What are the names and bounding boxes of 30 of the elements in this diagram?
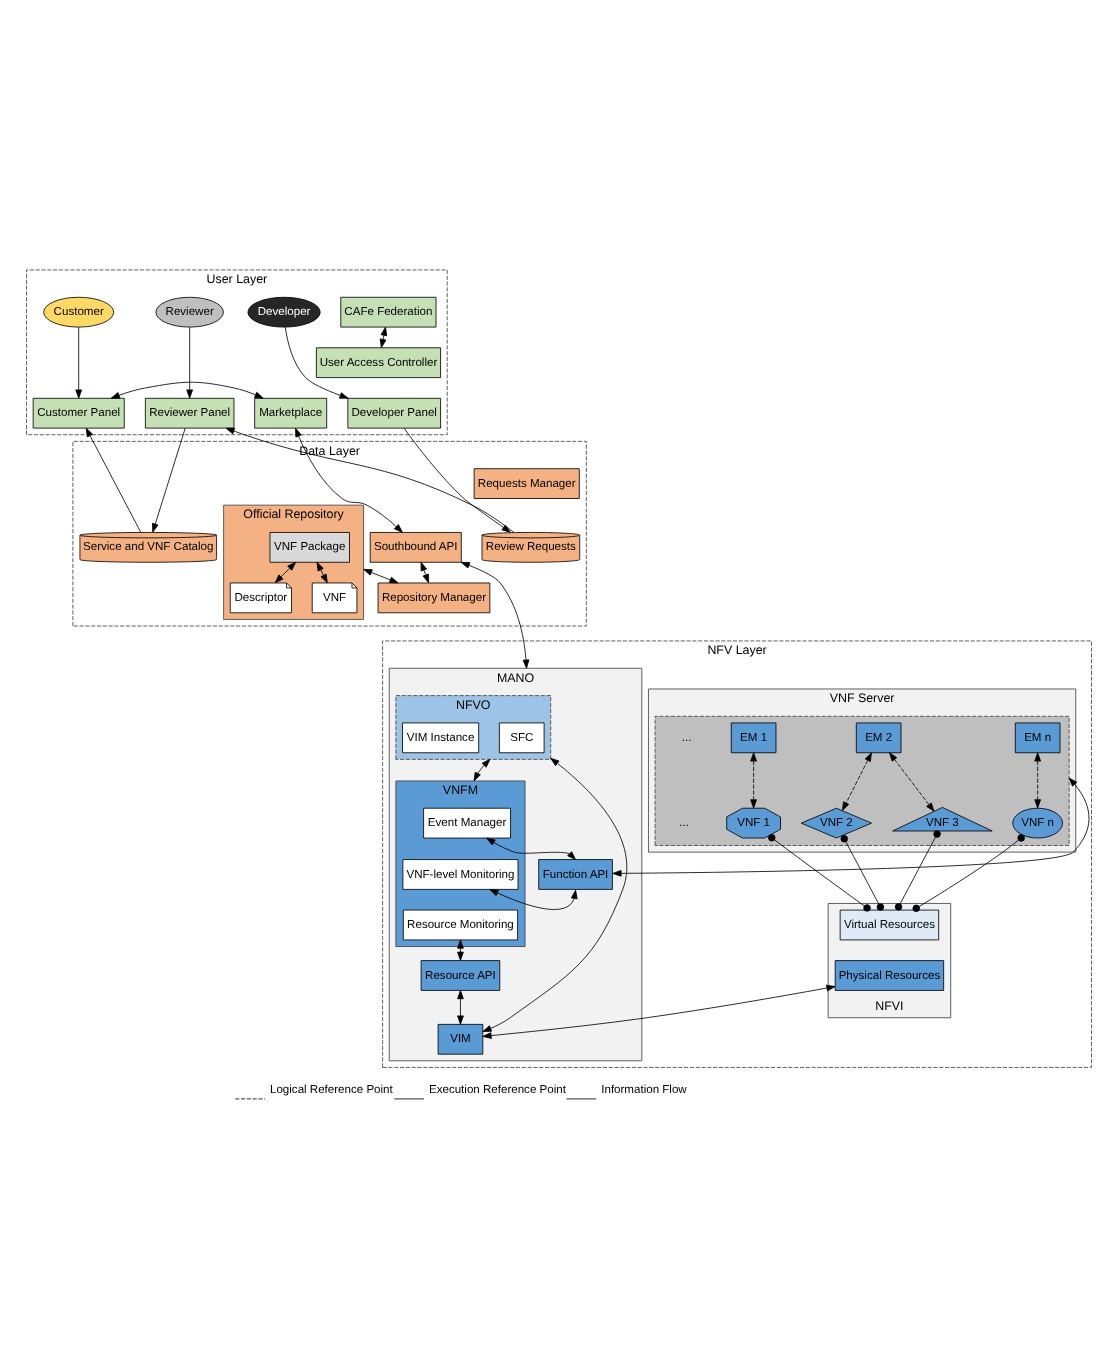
arrow (482, 983, 836, 1038)
arrow (379, 325, 388, 347)
arrow (363, 567, 399, 583)
arrow (295, 426, 403, 532)
arrow (612, 776, 1090, 876)
arrow (274, 560, 296, 583)
arrow (225, 426, 515, 532)
arrow (489, 888, 578, 909)
connector (912, 833, 1025, 912)
connector (894, 829, 941, 910)
arrow (284, 325, 349, 398)
arrow (316, 560, 328, 583)
arrow (457, 989, 464, 1024)
arrow (186, 325, 193, 398)
arrow (85, 426, 142, 532)
connector (840, 834, 885, 910)
arrow (1034, 751, 1041, 808)
arrow (75, 325, 82, 398)
arrow (152, 426, 186, 532)
arrow (110, 380, 264, 398)
arrow (841, 751, 872, 810)
arrow (403, 426, 511, 532)
arrow (889, 751, 935, 811)
arrow (482, 756, 628, 1031)
arrow (420, 560, 430, 583)
arrow (460, 560, 530, 668)
arrow (473, 757, 491, 781)
arrow (750, 751, 757, 808)
arrow (486, 836, 576, 859)
connector (768, 833, 871, 911)
